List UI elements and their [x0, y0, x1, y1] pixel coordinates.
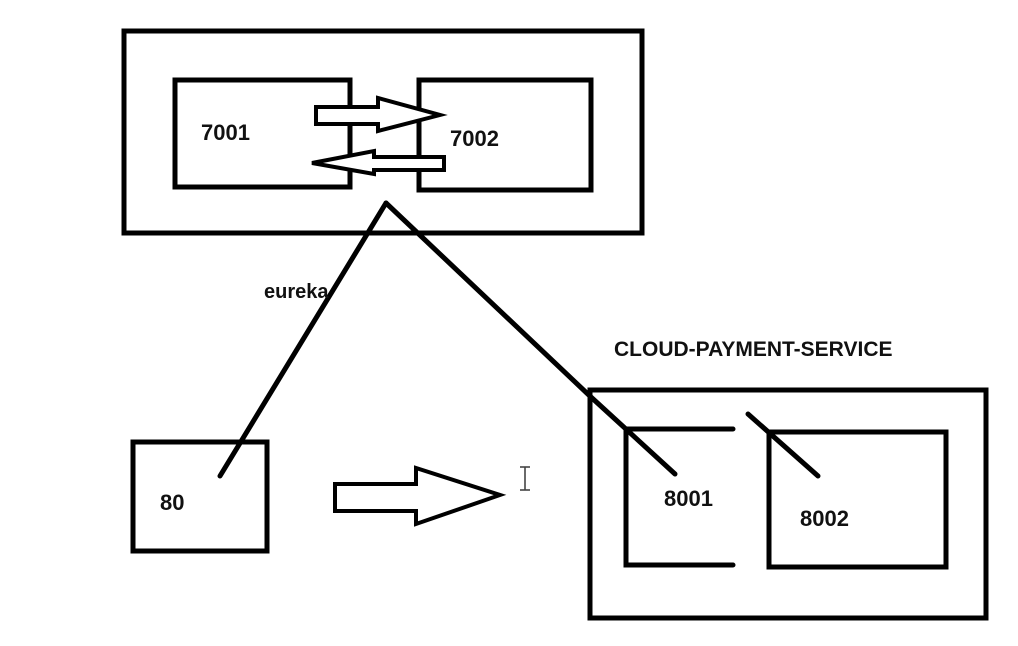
eureka-cluster-box	[121, 28, 645, 236]
service-node-8001-box	[623, 426, 736, 568]
call-arrow	[333, 465, 507, 527]
service-cluster-box	[587, 387, 989, 621]
text-cursor-icon	[520, 466, 530, 491]
eureka-node-7002-label: 7002	[450, 126, 499, 151]
replication-arrow-right	[314, 95, 448, 134]
eureka-label: eureka	[264, 281, 329, 303]
registration-tick-8002	[745, 411, 821, 479]
service-node-8002-box	[766, 429, 949, 570]
eureka-node-7002-box	[416, 77, 594, 193]
service-cluster-label: CLOUD-PAYMENT-SERVICE	[614, 338, 893, 361]
eureka-node-7001-box	[172, 77, 353, 190]
service-node-8001-label: 8001	[664, 486, 713, 511]
service-node-8002-label: 8002	[800, 506, 849, 531]
eureka-node-7001-label: 7001	[201, 120, 250, 145]
replication-arrow-left	[311, 148, 446, 177]
consumer-80-box	[130, 439, 270, 554]
registration-line-consumer	[217, 200, 389, 479]
consumer-80-label: 80	[160, 490, 184, 515]
